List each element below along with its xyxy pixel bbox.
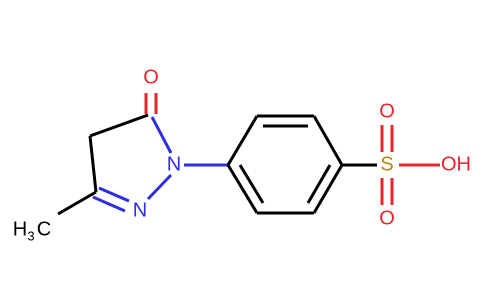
- bond-n2-n1: [146, 173, 173, 201]
- atom-methyl-hydrogen: H: [13, 218, 27, 240]
- bond-benzene-inner-3: [238, 164, 265, 204]
- atom-hydroxyl: OH: [441, 153, 471, 175]
- bond-benzene-3: [312, 115, 344, 166]
- bond-c5-c4: [89, 113, 149, 138]
- bond-benzene-4: [312, 164, 344, 214]
- bond-benzene-6: [226, 164, 259, 214]
- atom-sulfonyl-oxygen-top: O: [379, 100, 395, 122]
- atom-sulfonyl-oxygen-bottom: O: [379, 207, 395, 229]
- atom-carbonyl-oxygen: O: [143, 66, 159, 88]
- bond-benzene-1: [226, 115, 259, 166]
- atom-ring-nitrogen-1: N: [167, 153, 181, 175]
- bond-c4-c3: [88, 135, 98, 193]
- atom-ring-nitrogen-2: N: [133, 199, 147, 221]
- atom-methyl-subscript: 3: [27, 228, 34, 243]
- bond-c3-methyl: [57, 190, 97, 216]
- bond-benzene-inner-2: [306, 164, 332, 204]
- bond-c3-n2-double-b: [92, 195, 126, 213]
- atom-methyl-carbon: C: [37, 218, 51, 240]
- atom-sulfur: S: [380, 153, 393, 175]
- bond-c3-n2-double-a: [98, 186, 130, 203]
- bond-n1-c5: [150, 116, 173, 154]
